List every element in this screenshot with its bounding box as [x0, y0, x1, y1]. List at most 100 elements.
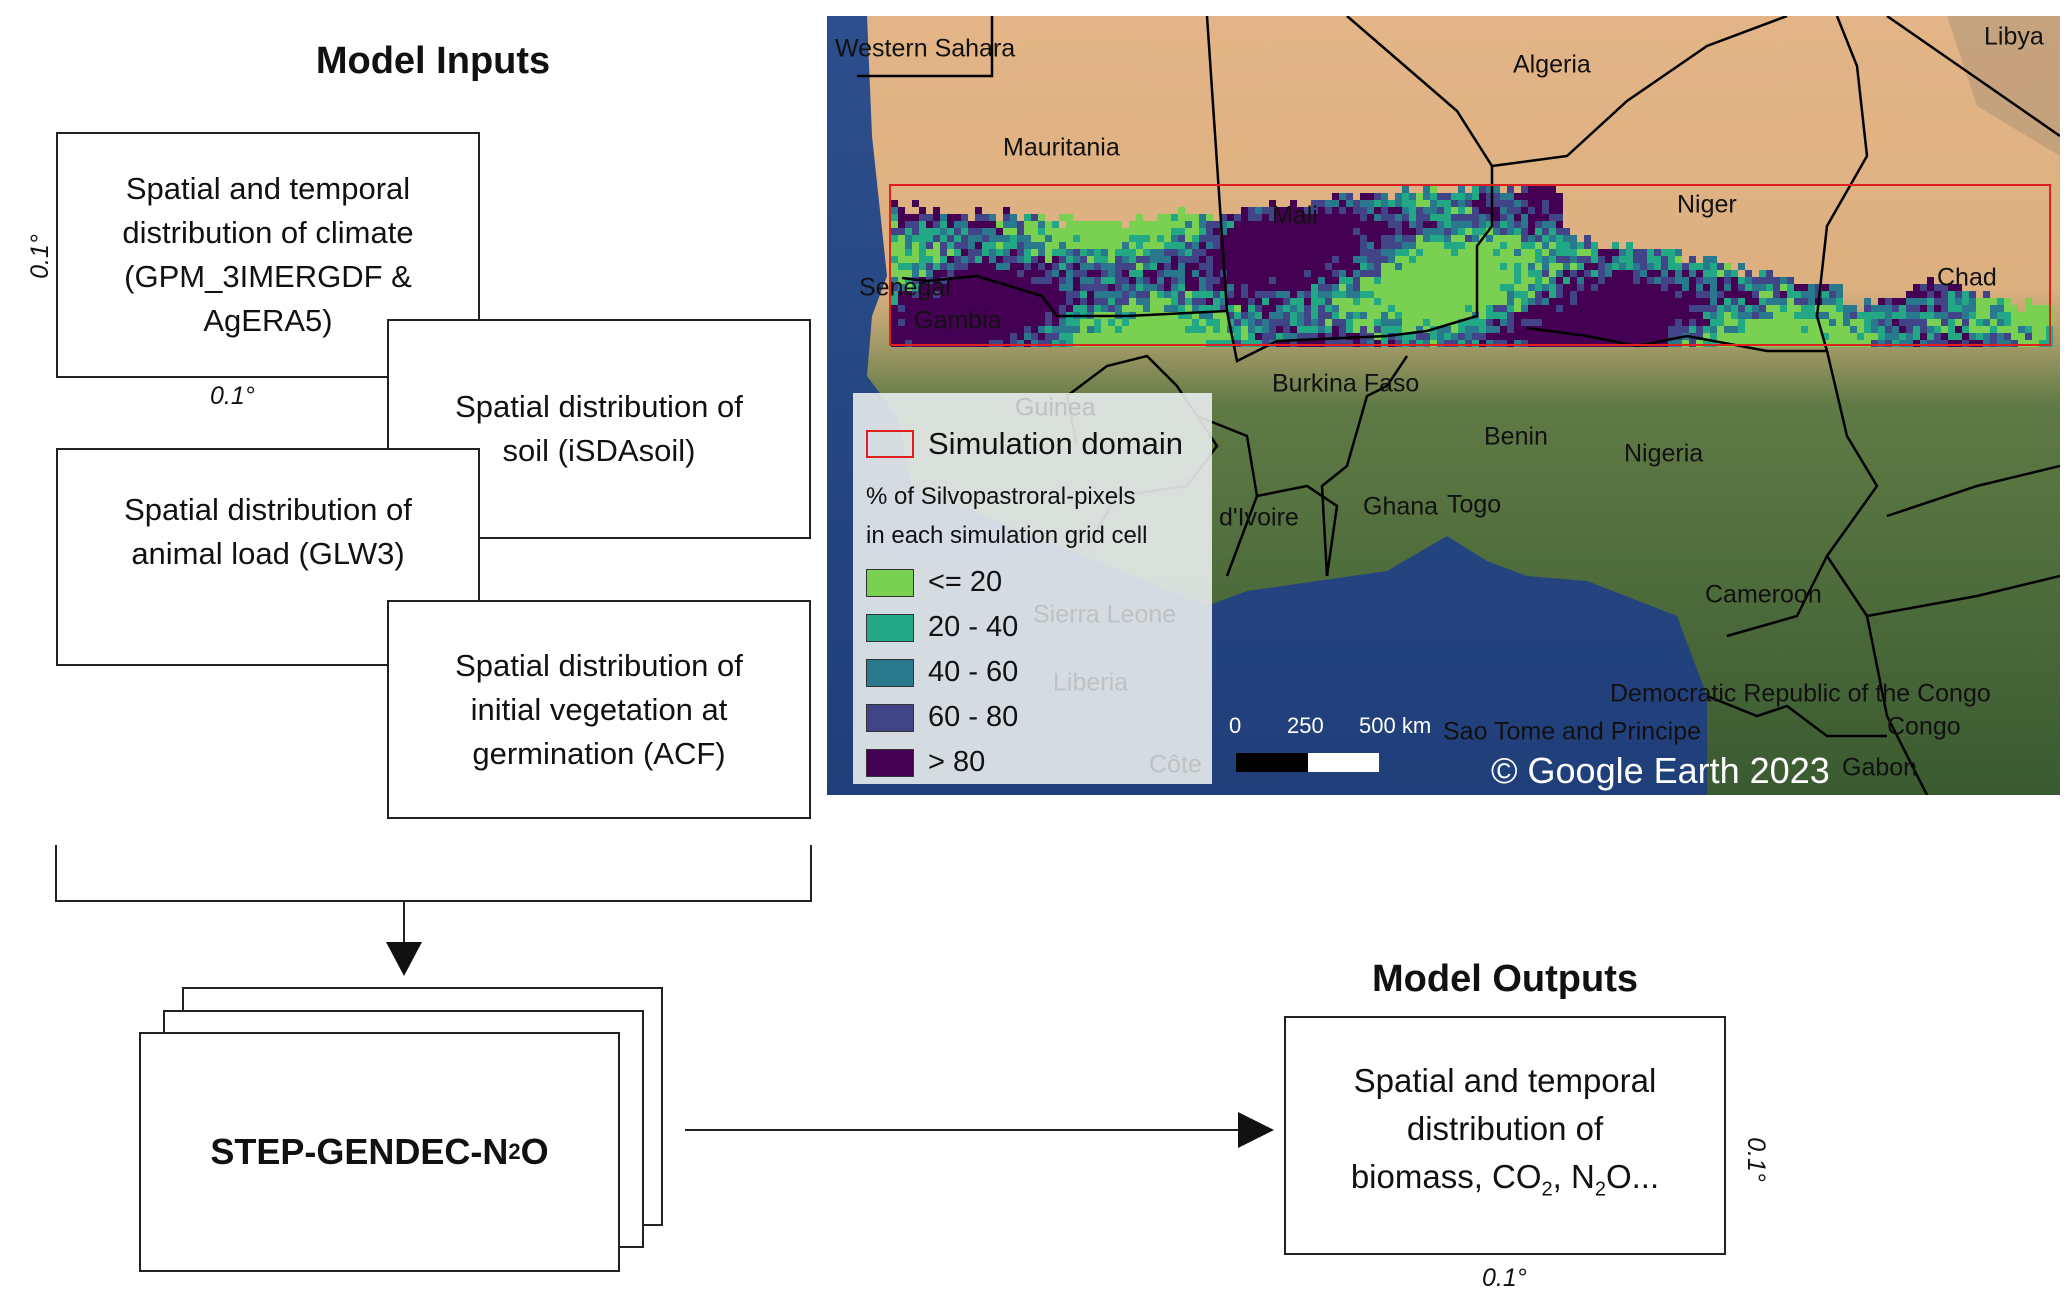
- grid-cell: [1584, 298, 1591, 305]
- grid-cell: [982, 235, 989, 242]
- grid-cell: [1381, 340, 1388, 347]
- grid-cell: [1227, 284, 1234, 291]
- grid-cell: [1381, 263, 1388, 270]
- grid-cell: [1010, 291, 1017, 298]
- grid-cell: [1262, 256, 1269, 263]
- grid-cell: [1297, 305, 1304, 312]
- grid-cell: [947, 242, 954, 249]
- grid-cell: [1150, 235, 1157, 242]
- grid-cell: [1388, 207, 1395, 214]
- grid-cell: [1360, 242, 1367, 249]
- grid-cell: [1248, 270, 1255, 277]
- grid-cell: [940, 305, 947, 312]
- grid-cell: [1066, 305, 1073, 312]
- grid-cell: [898, 284, 905, 291]
- grid-cell: [1416, 214, 1423, 221]
- grid-cell: [1941, 298, 1948, 305]
- grid-cell: [1171, 319, 1178, 326]
- grid-cell: [1423, 291, 1430, 298]
- grid-cell: [1290, 235, 1297, 242]
- grid-cell: [1087, 340, 1094, 347]
- grid-cell: [1409, 291, 1416, 298]
- grid-cell: [1052, 277, 1059, 284]
- grid-cell: [1752, 298, 1759, 305]
- grid-cell: [1528, 235, 1535, 242]
- grid-cell: [1444, 207, 1451, 214]
- grid-cell: [1822, 298, 1829, 305]
- grid-cell: [1171, 221, 1178, 228]
- grid-cell: [1255, 340, 1262, 347]
- grid-cell: [1360, 305, 1367, 312]
- grid-cell: [1654, 340, 1661, 347]
- grid-cell: [1997, 326, 2004, 333]
- grid-cell: [1234, 270, 1241, 277]
- grid-cell: [1003, 256, 1010, 263]
- grid-cell: [1213, 249, 1220, 256]
- grid-cell: [1738, 340, 1745, 347]
- grid-cell: [1150, 298, 1157, 305]
- grid-cell: [1479, 312, 1486, 319]
- grid-cell: [1731, 305, 1738, 312]
- grid-cell: [1395, 200, 1402, 207]
- grid-cell: [1661, 291, 1668, 298]
- grid-cell: [1745, 326, 1752, 333]
- grid-cell: [1192, 326, 1199, 333]
- grid-cell: [1038, 263, 1045, 270]
- grid-cell: [1115, 305, 1122, 312]
- grid-cell: [1486, 263, 1493, 270]
- grid-cell: [1409, 284, 1416, 291]
- grid-cell: [1276, 333, 1283, 340]
- grid-cell: [1542, 284, 1549, 291]
- grid-cell: [1318, 291, 1325, 298]
- grid-cell: [1262, 326, 1269, 333]
- grid-cell: [1311, 200, 1318, 207]
- grid-cell: [1038, 277, 1045, 284]
- grid-cell: [1696, 326, 1703, 333]
- grid-cell: [1395, 207, 1402, 214]
- grid-cell: [1584, 291, 1591, 298]
- grid-cell: [1164, 214, 1171, 221]
- grid-cell: [1199, 277, 1206, 284]
- grid-cell: [2032, 319, 2039, 326]
- grid-cell: [1108, 249, 1115, 256]
- grid-cell: [1220, 333, 1227, 340]
- grid-cell: [1647, 319, 1654, 326]
- grid-cell: [1514, 256, 1521, 263]
- grid-cell: [1003, 249, 1010, 256]
- grid-cell: [1696, 284, 1703, 291]
- grid-cell: [1185, 319, 1192, 326]
- grid-cell: [1507, 221, 1514, 228]
- grid-cell: [1178, 263, 1185, 270]
- grid-cell: [1997, 340, 2004, 347]
- grid-cell: [1598, 256, 1605, 263]
- climate-input-box: Spatial and temporal distribution of cli…: [56, 132, 480, 378]
- grid-cell: [968, 256, 975, 263]
- grid-cell: [1136, 333, 1143, 340]
- grid-cell: [961, 312, 968, 319]
- grid-cell: [891, 235, 898, 242]
- grid-cell: [1045, 256, 1052, 263]
- grid-cell: [1094, 298, 1101, 305]
- grid-cell: [1367, 284, 1374, 291]
- grid-cell: [1801, 319, 1808, 326]
- grid-cell: [1850, 326, 1857, 333]
- grid-cell: [2032, 312, 2039, 319]
- grid-cell: [1927, 305, 1934, 312]
- grid-cell: [1402, 270, 1409, 277]
- grid-cell: [1262, 319, 1269, 326]
- grid-cell: [1052, 221, 1059, 228]
- grid-cell: [919, 326, 926, 333]
- grid-cell: [1549, 319, 1556, 326]
- grid-cell: [2004, 340, 2011, 347]
- grid-cell: [1591, 340, 1598, 347]
- subscript: 2: [1541, 1178, 1553, 1201]
- grid-cell: [1052, 305, 1059, 312]
- grid-cell: [1374, 200, 1381, 207]
- grid-cell: [1192, 305, 1199, 312]
- grid-cell: [1633, 284, 1640, 291]
- grid-cell: [1248, 263, 1255, 270]
- grid-cell: [1808, 319, 1815, 326]
- grid-cell: [1325, 270, 1332, 277]
- grid-cell: [1199, 263, 1206, 270]
- grid-cell: [1031, 235, 1038, 242]
